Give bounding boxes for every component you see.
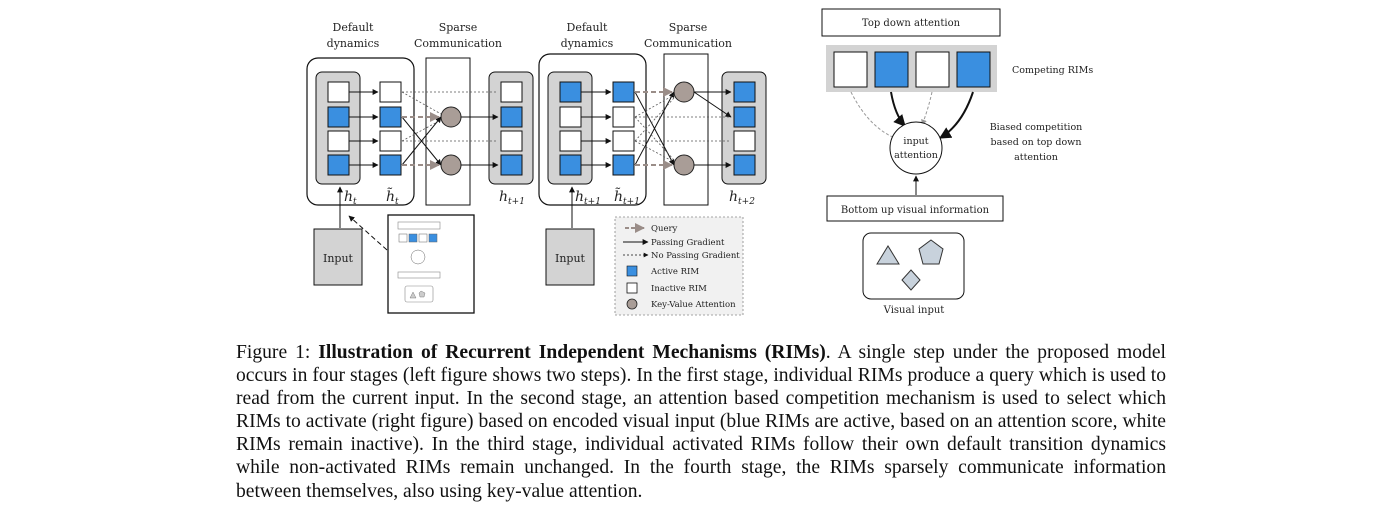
- sparse-comm-label-1a: Sparse: [439, 21, 478, 34]
- h-t1-active-rim: [500, 106, 523, 128]
- h-t2-inactive-rim: [733, 130, 756, 152]
- bottom-up-box: [826, 195, 1004, 222]
- triangle-shape-icon: [876, 245, 900, 265]
- input-attention-label-a: input: [903, 136, 928, 147]
- h-t-active-rim: [327, 106, 350, 128]
- h-t2-active-rim: [733, 154, 756, 176]
- legend-label-passing: Passing Gradient: [651, 238, 725, 248]
- input-box-1: [313, 228, 363, 286]
- key-value-attention-node-1a: [440, 106, 462, 128]
- rim-column-h-t1: [500, 81, 523, 176]
- caption-prefix: Figure 1:: [236, 342, 319, 363]
- figure-caption: Figure 1: Illustration of Recurrent Inde…: [236, 341, 1166, 503]
- competing-rim-4: [956, 51, 991, 88]
- h-t2-active-rim: [733, 81, 756, 103]
- default-dynamics-label-2b: dynamics: [561, 37, 614, 50]
- rims-figure: Default dynamics Sparse Communication: [306, 8, 1093, 316]
- h-t-label: ht: [344, 189, 357, 207]
- rim-column-h-t1-step2: [559, 81, 582, 176]
- h-tilde-t1-inactive-rim: [612, 106, 635, 128]
- diamond-shape-icon: [901, 269, 921, 291]
- sparse-comm-label-1b: Communication: [414, 37, 502, 50]
- legend-label-active: Active RIM: [650, 267, 699, 277]
- h-tilde-t-label: h̃t: [386, 187, 399, 207]
- legend-label-query: Query: [651, 224, 678, 234]
- legend-label-kv: Key-Value Attention: [651, 300, 736, 310]
- h-tilde-t1-active-rim: [612, 154, 635, 176]
- input-box-2: [545, 228, 595, 286]
- h-tilde-t1-label: h̃t+1: [614, 187, 640, 207]
- h-tilde-t-inactive-rim: [379, 81, 402, 103]
- h-t1-label: ht+1: [499, 189, 525, 207]
- competing-rim-1: [833, 51, 868, 88]
- visual-input-label: Visual input: [883, 305, 945, 316]
- attention-competition-diagram: Top down attention Competing RIMs input …: [821, 8, 1093, 316]
- h-t1-inactive-rim: [500, 130, 523, 152]
- competing-rim-3: [915, 51, 950, 88]
- legend-label-inactive: Inactive RIM: [651, 284, 707, 294]
- right-figure-thumbnail: [348, 214, 475, 314]
- h-t1-inactive-rim: [500, 81, 523, 103]
- legend: Query Passing Gradient No Passing Gradie…: [614, 216, 744, 316]
- pentagon-shape-icon: [918, 239, 944, 265]
- visual-input-box: [862, 232, 965, 300]
- caption-body: . A single step under the proposed model…: [236, 342, 1166, 502]
- sparse-comm-box-2: [663, 53, 709, 206]
- competing-rim-2: [874, 51, 909, 88]
- h-t1-active-rim: [500, 154, 523, 176]
- top-down-attention-label: Top down attention: [862, 18, 961, 29]
- default-dynamics-label-1a: Default: [333, 21, 375, 34]
- h-t-inactive-rim: [327, 130, 350, 152]
- input-attention-node: [889, 121, 943, 175]
- gray-circle-icon: [626, 298, 638, 310]
- rim-column-h-tilde-t1: [612, 81, 635, 176]
- competing-rims-row: [833, 51, 991, 88]
- biased-competition-label-b: based on top down: [991, 137, 1082, 148]
- input-attention-label-b: attention: [894, 150, 938, 161]
- key-value-attention-node-2a: [673, 81, 695, 103]
- h-tilde-t-active-rim: [379, 106, 402, 128]
- h-t1-step2-active-rim: [559, 81, 582, 103]
- default-dynamics-label-2a: Default: [567, 21, 609, 34]
- caption-title: Illustration of Recurrent Independent Me…: [318, 342, 826, 363]
- top-down-attention-box: [821, 8, 1001, 37]
- input-label-1: Input: [323, 252, 354, 265]
- h-tilde-t1-inactive-rim: [612, 130, 635, 152]
- key-value-attention-node-2b: [673, 154, 695, 176]
- white-square-icon: [626, 282, 638, 294]
- h-tilde-t-active-rim: [379, 154, 402, 176]
- step-2-diagram: Default dynamics Sparse Communication: [538, 21, 767, 286]
- competing-rims-label: Competing RIMs: [1012, 65, 1093, 76]
- h-t1-step2-inactive-rim: [559, 106, 582, 128]
- h-tilde-t-inactive-rim: [379, 130, 402, 152]
- step-1-diagram: Default dynamics Sparse Communication: [306, 21, 534, 314]
- bottom-up-label: Bottom up visual information: [841, 205, 990, 216]
- h-t1-step2-inactive-rim: [559, 130, 582, 152]
- blue-square-icon: [626, 265, 638, 277]
- biased-competition-label-c: attention: [1014, 152, 1058, 163]
- legend-label-no-passing: No Passing Gradient: [651, 251, 740, 261]
- h-t-active-rim: [327, 154, 350, 176]
- sparse-comm-box-1: [425, 57, 471, 206]
- h-t1-step2-label: ht+1: [575, 189, 601, 207]
- default-dynamics-label-1b: dynamics: [327, 37, 380, 50]
- input-label-2: Input: [555, 252, 586, 265]
- sparse-comm-label-2b: Communication: [644, 37, 732, 50]
- key-value-attention-node-1b: [440, 154, 462, 176]
- biased-competition-label-a: Biased competition: [990, 122, 1083, 133]
- h-t2-active-rim: [733, 106, 756, 128]
- h-t-inactive-rim: [327, 81, 350, 103]
- h-t1-step2-active-rim: [559, 154, 582, 176]
- rim-column-h-tilde-t: [379, 81, 402, 176]
- h-tilde-t1-active-rim: [612, 81, 635, 103]
- h-t2-label: ht+2: [729, 189, 755, 207]
- rim-column-h-t2: [733, 81, 756, 176]
- sparse-comm-label-2a: Sparse: [669, 21, 708, 34]
